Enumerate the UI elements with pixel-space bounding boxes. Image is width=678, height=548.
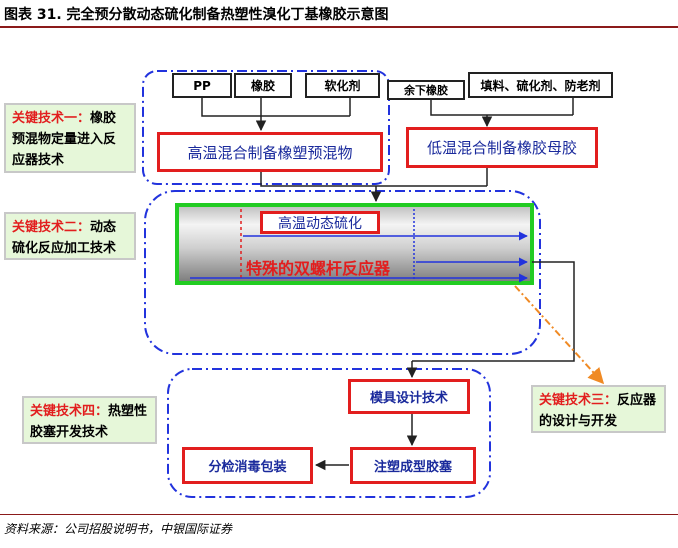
key-tech-4-desc: 性胶塞开发技术: [30, 404, 148, 440]
group-outline-molding: [167, 368, 491, 498]
key-tech-1-name: 关键技术一：: [12, 111, 91, 126]
key-tech-2-desc-lead: 动态: [90, 220, 117, 235]
key-tech-2: 关键技术二：动态硫化反应加工技术: [4, 212, 136, 260]
dynamic-vulcanization-box: 高温动态硫化: [260, 211, 380, 234]
source-divider: [0, 514, 678, 515]
inspection-packaging-box: 分检消毒包装: [182, 447, 313, 484]
key-tech-3-pointer: [514, 285, 605, 385]
connector-pp: [201, 98, 350, 117]
key-tech-2-name: 关键技术二：: [12, 220, 91, 235]
input-fillers-curing-antioxidant: 填料、硫化剂、防老剂: [468, 72, 613, 98]
key-tech-4: 关键技术四：热塑性胶塞开发技术: [22, 396, 157, 444]
key-tech-4-name: 关键技术四：: [30, 404, 109, 419]
mold-design-box: 模具设计技术: [348, 379, 470, 414]
key-tech-3-desc-lead: 反应: [617, 393, 644, 408]
group-outline-premix: [142, 70, 390, 185]
low-temp-masterbatch-box: 低温混合制备橡胶母胶: [406, 127, 598, 168]
twin-screw-reactor-label: 特殊的双螺杆反应器: [246, 259, 391, 278]
input-remaining-rubber: 余下橡胶: [387, 80, 465, 100]
input-rubber: 橡胶: [234, 73, 292, 98]
key-tech-3: 关键技术三：反应器的设计与开发: [531, 385, 666, 433]
injection-molding-box: 注塑成型胶塞: [350, 447, 476, 484]
key-tech-4-desc-lead: 热塑: [108, 404, 135, 419]
connector-remaining-rubber: [430, 96, 573, 116]
high-temp-premix-box: 高温混合制备橡塑预混物: [157, 132, 383, 172]
connector-reactor-out: [412, 261, 575, 362]
input-pp: PP: [172, 73, 232, 98]
key-tech-1-desc: 预混物定量进入反应器技术: [12, 132, 117, 168]
key-tech-1: 关键技术一：橡胶预混物定量进入反应器技术: [4, 103, 136, 173]
input-softener: 软化剂: [305, 73, 380, 98]
title-divider: [0, 26, 678, 28]
source-note: 资料来源：公司招股说明书，中银国际证券: [4, 522, 233, 536]
key-tech-2-desc: 硫化反应加工技术: [12, 241, 117, 256]
connector-premix-out: [260, 172, 487, 187]
key-tech-3-desc: 器的设计与开发: [539, 393, 657, 429]
figure-title: 图表 31. 完全预分散动态硫化制备热塑性溴化丁基橡胶示意图: [4, 7, 389, 23]
key-tech-3-name: 关键技术三：: [539, 393, 618, 408]
key-tech-1-desc-lead: 橡胶: [90, 111, 117, 126]
group-outline-reactor: [144, 190, 541, 355]
